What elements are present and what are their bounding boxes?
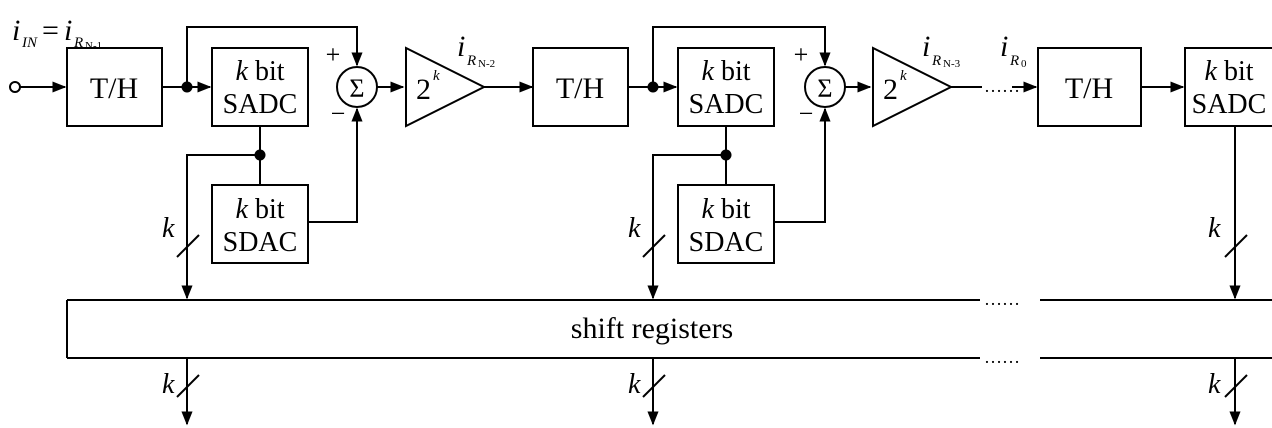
stage-last: T/H k bit SADC k [1037, 47, 1272, 300]
th-label-3: T/H [1065, 72, 1113, 105]
svg-text:+: + [794, 40, 809, 69]
svg-text:R: R [466, 53, 476, 69]
input-terminal [9, 81, 21, 93]
stage-2: T/H k bit SADC k bit SDAC Σ + − 2 k …… i… [532, 26, 1038, 300]
svg-text:k: k [628, 213, 641, 244]
svg-text:N-2: N-2 [478, 58, 495, 70]
th-label-1: T/H [90, 72, 138, 105]
svg-text:2: 2 [416, 73, 431, 106]
svg-text:Σ: Σ [817, 74, 832, 103]
sdac-title-1: k bit [236, 194, 285, 225]
svg-text:i: i [12, 14, 20, 47]
svg-text:IN: IN [21, 35, 38, 51]
svg-text:k: k [628, 369, 641, 400]
svg-text:2: 2 [883, 73, 898, 106]
sdac-box-2 [677, 184, 775, 264]
svg-text:k: k [1208, 369, 1221, 400]
sadc-title-3: k bit [1205, 56, 1254, 87]
shift-registers-block: …… …… shift registers [66, 289, 1272, 367]
svg-text:k: k [433, 68, 440, 84]
svg-text:……: …… [984, 347, 1020, 367]
svg-text:R: R [931, 53, 941, 69]
minus-sign: − [331, 99, 346, 128]
svg-text:k: k [900, 68, 907, 84]
bus-width-label: k [162, 213, 175, 244]
th-label-2: T/H [556, 72, 604, 105]
svg-text:Σ: Σ [349, 74, 364, 103]
svg-text:0: 0 [1021, 58, 1027, 70]
sadc-label-3: SADC [1192, 89, 1267, 120]
output-buses: k k k [162, 358, 1248, 426]
svg-text:i: i [457, 30, 465, 63]
sadc-box-3 [1184, 47, 1272, 127]
sdac-title-2: k bit [702, 194, 751, 225]
svg-text:=: = [42, 14, 59, 47]
stage-1: T/H k bit SADC k bit SDAC Σ + − 2 k i R … [66, 26, 534, 300]
svg-text:R: R [73, 35, 83, 51]
sdac-label-1: SDAC [223, 227, 298, 258]
gain-amp-2 [872, 46, 954, 128]
sadc-box-2 [677, 47, 775, 127]
svg-text:i: i [922, 30, 930, 63]
sdac-label-2: SDAC [689, 227, 764, 258]
stage-output-label-2: i R N-3 [922, 30, 961, 70]
svg-text:i: i [64, 14, 72, 47]
sadc-title-1: k bit [236, 56, 285, 87]
svg-text:k: k [162, 369, 175, 400]
sadc-title-2: k bit [702, 56, 751, 87]
gain-amp-1 [405, 46, 487, 128]
sadc-label-2: SADC [689, 89, 764, 120]
sadc-label-1: SADC [223, 89, 298, 120]
input-label: i IN = i R N-1 [12, 14, 102, 52]
svg-text:k: k [1208, 213, 1221, 244]
continuation-dots: …… [984, 76, 1020, 96]
stage-output-label-1: i R N-2 [457, 30, 495, 70]
shift-registers-label: shift registers [571, 312, 733, 345]
svg-text:−: − [799, 99, 814, 128]
plus-sign: + [326, 40, 341, 69]
stage-output-label-3: i R 0 [1000, 30, 1027, 70]
svg-text:i: i [1000, 30, 1008, 63]
svg-text:N-3: N-3 [943, 58, 961, 70]
th-box-2 [532, 47, 629, 127]
svg-text:R: R [1009, 53, 1019, 69]
sdac-box-1 [211, 184, 309, 264]
sadc-box-1 [211, 47, 309, 127]
th-box-3 [1037, 47, 1142, 127]
svg-text:……: …… [984, 289, 1020, 309]
th-box-1 [66, 47, 163, 127]
